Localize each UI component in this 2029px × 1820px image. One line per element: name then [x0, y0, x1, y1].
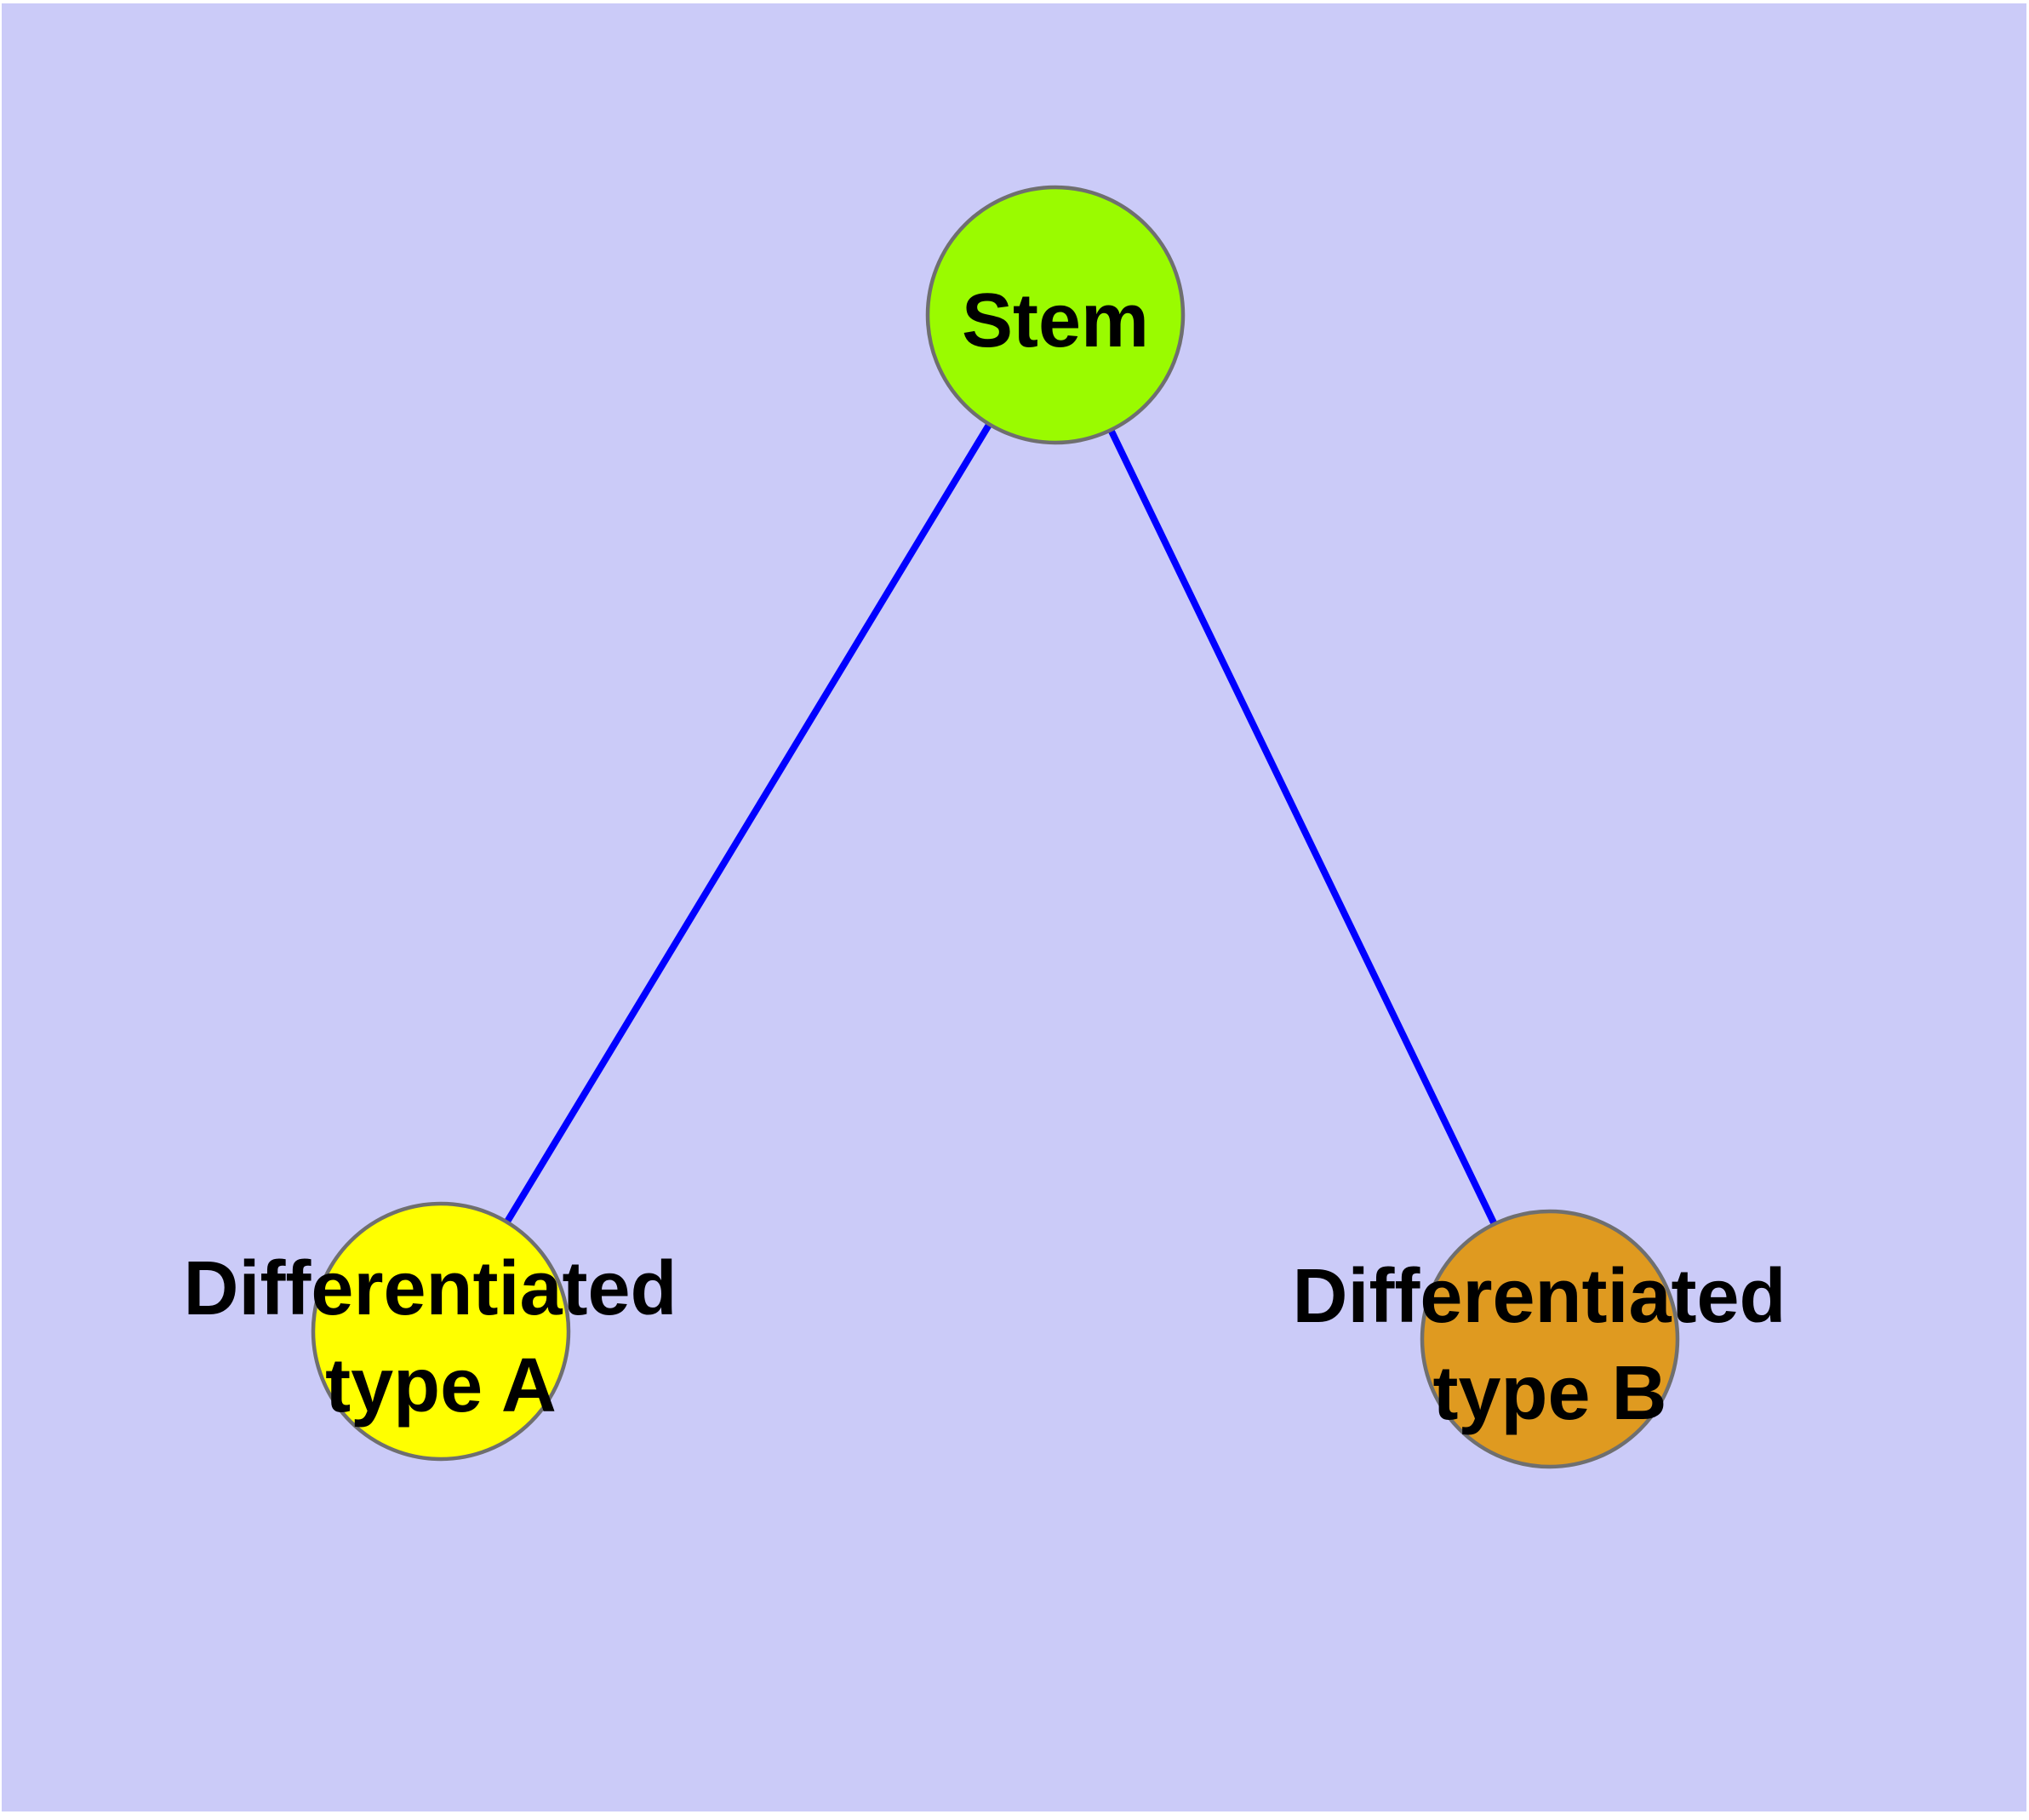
node-type-a-label-line2: type A — [325, 1343, 557, 1428]
node-stem-circle — [925, 185, 1186, 445]
node-type-b-label-line1: Differentiated — [1292, 1254, 1786, 1339]
edge-stem-to-type-b — [1052, 313, 1553, 1341]
node-type-b-circle — [1420, 1209, 1680, 1469]
node-type-a-circle — [311, 1201, 571, 1462]
edge-stem-to-type-a — [437, 312, 1059, 1334]
node-type-a-label-line1: Differentiated — [183, 1246, 677, 1331]
node-type-b-label: Differentiated type B — [1292, 1254, 1807, 1436]
node-stem: Stem — [925, 185, 1186, 445]
node-type-a-label: Differentiated type A — [183, 1246, 698, 1428]
node-stem-label-line1: Stem — [962, 278, 1149, 363]
node-type-b: Differentiated type B — [1292, 1209, 1807, 1469]
node-type-a: Differentiated type A — [183, 1201, 698, 1462]
node-stem-label: Stem — [962, 278, 1149, 363]
node-type-b-label-line2: type B — [1432, 1351, 1666, 1436]
